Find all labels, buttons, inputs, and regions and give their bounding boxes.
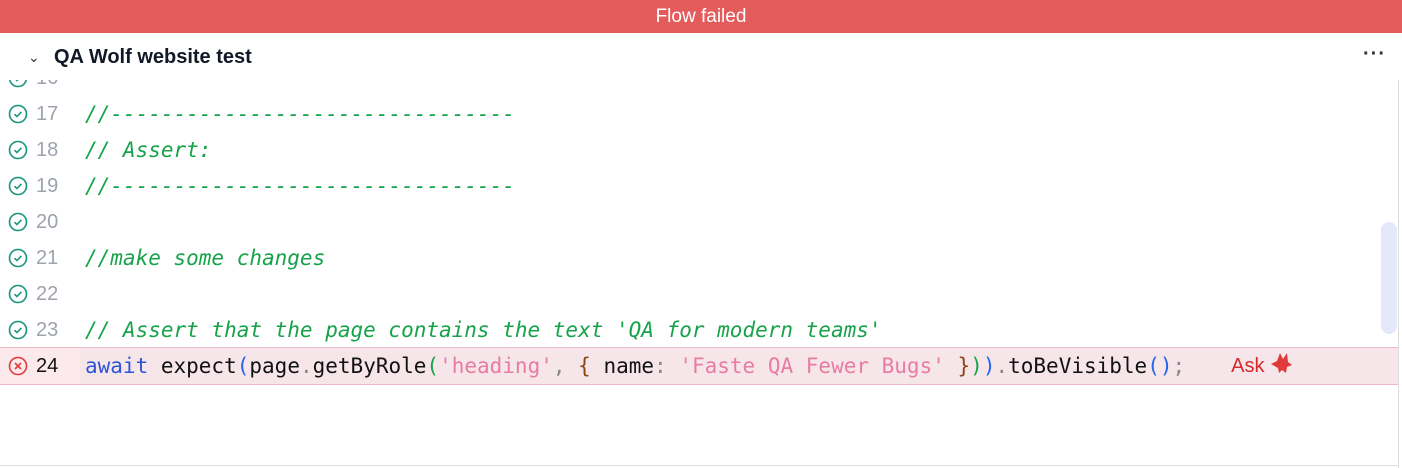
line-number: 16 bbox=[36, 80, 58, 90]
code-line[interactable]: 19 //-------------------------------- bbox=[0, 168, 1398, 204]
token-semi: ; bbox=[1172, 354, 1186, 378]
line-number: 19 bbox=[36, 174, 59, 197]
code-line[interactable]: 21 //make some changes bbox=[0, 240, 1398, 276]
token-p1c: ) bbox=[982, 354, 996, 378]
token-colon: : bbox=[654, 354, 667, 378]
code-text: await expect(page.getByRole('heading', {… bbox=[85, 354, 1185, 378]
line-number: 20 bbox=[36, 210, 59, 233]
code-line[interactable]: 23 // Assert that the page contains the t… bbox=[0, 312, 1398, 348]
fail-x-icon bbox=[8, 356, 28, 376]
token-toBeVisible: toBeVisible bbox=[1008, 354, 1148, 378]
editor-divider bbox=[1398, 80, 1399, 468]
line-number: 24 bbox=[36, 354, 59, 377]
token-call: () bbox=[1147, 354, 1173, 378]
token-dot2: . bbox=[995, 354, 1009, 378]
flow-title: QA Wolf website test bbox=[54, 45, 252, 68]
token-p2c: ) bbox=[970, 354, 983, 378]
code-editor[interactable]: 16 17 //-------------------------------- 18… bbox=[0, 80, 1398, 466]
scrollbar[interactable] bbox=[1381, 222, 1397, 334]
token-dot1: . bbox=[299, 354, 313, 378]
pass-check-icon bbox=[8, 212, 28, 232]
pass-check-icon bbox=[8, 80, 28, 88]
token-page: page bbox=[249, 354, 300, 378]
code-line[interactable]: 18 // Assert: bbox=[0, 132, 1398, 168]
flow-header: ⌄ QA Wolf website test ··· bbox=[0, 33, 1402, 81]
code-text: //-------------------------------- bbox=[85, 174, 515, 198]
chevron-down-icon[interactable]: ⌄ bbox=[28, 48, 40, 65]
pass-check-icon bbox=[8, 104, 28, 124]
line-number: 22 bbox=[36, 282, 59, 305]
code-line[interactable]: 17 //-------------------------------- bbox=[0, 96, 1398, 132]
token-await: await bbox=[85, 354, 149, 378]
line-number: 23 bbox=[36, 318, 59, 341]
pass-check-icon bbox=[8, 176, 28, 196]
more-options-button[interactable]: ··· bbox=[1363, 43, 1386, 65]
code-line[interactable]: 20 bbox=[0, 204, 1398, 240]
line-number: 18 bbox=[36, 138, 59, 161]
token-expect: expect bbox=[148, 354, 237, 378]
token-getByRole: getByRole bbox=[312, 354, 427, 378]
flow-failed-banner: Flow failed bbox=[0, 0, 1402, 33]
line-number: 21 bbox=[36, 246, 59, 269]
code-text: // Assert that the page contains the tex… bbox=[85, 318, 882, 342]
token-close: } bbox=[944, 354, 971, 378]
token-heading: 'heading' bbox=[439, 354, 553, 378]
token-name: name bbox=[590, 354, 655, 378]
ask-label: Ask bbox=[1231, 354, 1265, 377]
wolf-icon bbox=[1269, 352, 1293, 380]
pass-check-icon bbox=[8, 140, 28, 160]
code-text: // Assert: bbox=[85, 138, 212, 162]
code-line[interactable]: 16 bbox=[0, 80, 1398, 96]
code-text: //make some changes bbox=[85, 246, 326, 270]
token-brace: { bbox=[565, 354, 591, 378]
code-line[interactable]: 22 bbox=[0, 276, 1398, 312]
line-number: 17 bbox=[36, 102, 59, 125]
ask-button[interactable]: Ask bbox=[1231, 352, 1292, 380]
pass-check-icon bbox=[8, 320, 28, 340]
token-p1: ( bbox=[236, 354, 250, 378]
token-value: 'Faste QA Fewer Bugs' bbox=[666, 354, 945, 378]
pass-check-icon bbox=[8, 248, 28, 268]
code-text: //-------------------------------- bbox=[85, 102, 515, 126]
pass-check-icon bbox=[8, 284, 28, 304]
token-comma: , bbox=[552, 354, 566, 378]
token-p2: ( bbox=[426, 354, 440, 378]
